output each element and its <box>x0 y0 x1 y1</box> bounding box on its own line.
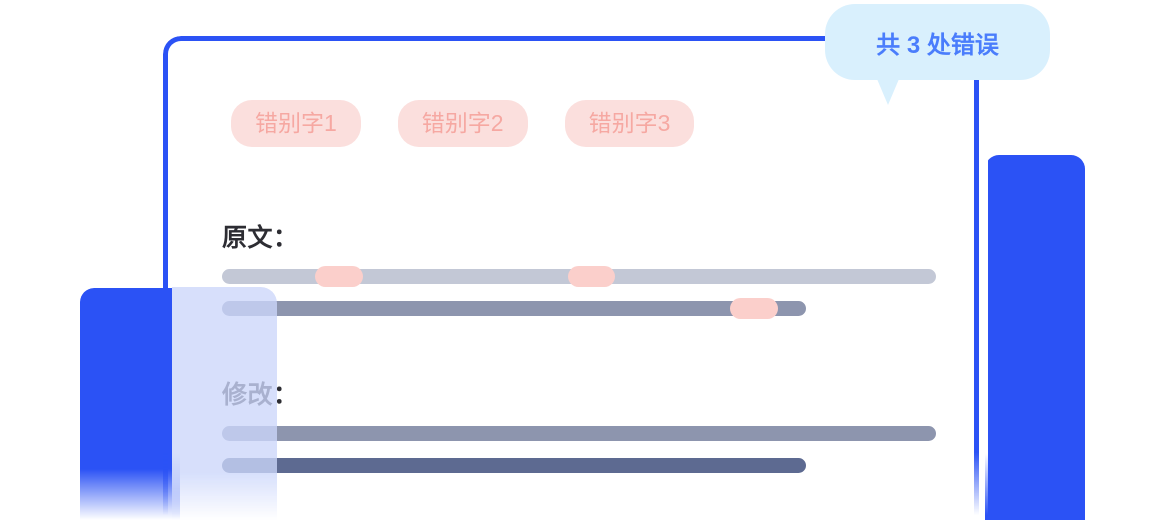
original-text-line <box>222 298 806 319</box>
error-highlight <box>315 266 363 287</box>
error-tag[interactable]: 错别字1 <box>231 100 361 147</box>
revision-text-line <box>222 458 806 473</box>
original-text-line <box>222 266 936 287</box>
original-text-label: 原文： <box>222 224 299 252</box>
error-highlight <box>568 266 615 287</box>
error-tag-list: 错别字1 错别字2 错别字3 <box>231 100 695 147</box>
tooltip-tail-icon <box>877 79 899 105</box>
document-card-outline <box>163 36 979 520</box>
error-tag[interactable]: 错别字3 <box>564 100 695 147</box>
revision-text-line <box>222 426 936 441</box>
translucent-overlay-panel <box>172 287 277 520</box>
error-count-tooltip-label: 共 3 处错误 <box>876 31 999 59</box>
error-tag[interactable]: 错别字2 <box>397 100 528 147</box>
error-highlight <box>730 298 778 319</box>
error-count-tooltip: 共 3 处错误 <box>825 4 1050 80</box>
decorative-blue-block-right <box>985 155 1085 520</box>
